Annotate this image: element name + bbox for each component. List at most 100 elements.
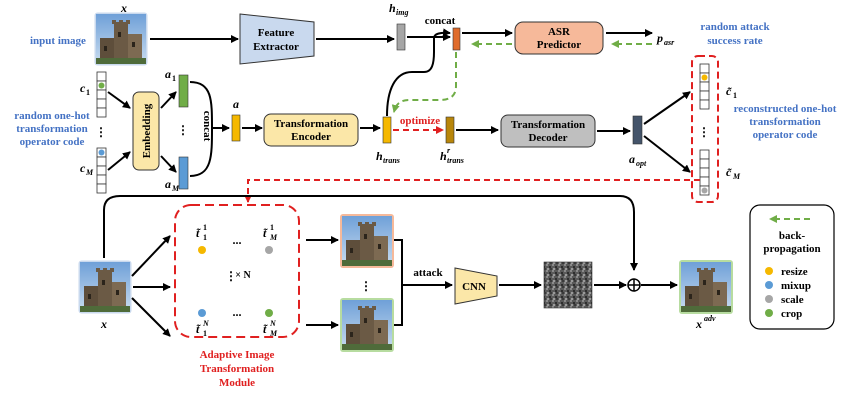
legend-title-line2: propagation (763, 243, 820, 255)
x-bottom-label: x (100, 317, 107, 331)
arrow-cM-to-embedding (107, 151, 131, 171)
legend-item-crop: crop (765, 308, 802, 320)
legend-item-resize: resize (765, 266, 808, 278)
arrow-aopt-to-cMhat (643, 135, 691, 173)
t1M-sub: M (269, 233, 278, 242)
tNM-label: t̃ (263, 322, 268, 336)
tNM-sup: N (269, 319, 277, 328)
concat-mid-label: concat (201, 111, 213, 142)
a-opt-vector (632, 115, 643, 145)
reconstructed-code-frame (691, 55, 719, 203)
random-code-line3: operator code (20, 136, 85, 148)
t1M-sup: 1 (270, 223, 274, 232)
h-trans-prime-sub: trans (447, 156, 464, 165)
x-adv-sup: adv (704, 314, 716, 323)
tN1-dot (198, 309, 206, 317)
legend-resize-dot (765, 267, 773, 275)
module-title-line3: Module (219, 377, 255, 389)
tN1-label: t̃ (196, 322, 201, 336)
reconstructed-line2: transformation (749, 116, 821, 128)
c1-sub: 1 (86, 88, 90, 97)
input-image-label: input image (30, 35, 86, 47)
legend-resize-label: resize (781, 266, 808, 278)
cM-sub: M (85, 168, 94, 177)
add-operator (627, 278, 641, 292)
asr-predictor-line2: Predictor (537, 39, 582, 51)
random-attack-line1: random attack (700, 21, 770, 33)
c1-hat-vector (699, 63, 710, 110)
c-vdots: ⋮ (95, 125, 107, 139)
h-img-vector (396, 23, 406, 51)
legend-crop-dot (765, 309, 773, 317)
a1-sub: 1 (172, 74, 176, 83)
h-trans-label: h (376, 149, 383, 163)
arrow-c1-to-embedding (107, 91, 131, 109)
x-bottom-image (78, 260, 132, 314)
cM-label: c (80, 161, 86, 175)
a1-vector (178, 74, 189, 108)
arrow-aopt-to-c1hat (643, 91, 691, 125)
tNM-sub: M (269, 329, 278, 338)
decoder-line2: Decoder (528, 132, 567, 144)
arrow-x-to-module-bottom (131, 297, 171, 337)
asr-predictor-line1: ASR (548, 26, 571, 38)
transformation-decoder-block (500, 114, 596, 148)
encoder-line1: Transformation (274, 118, 348, 130)
arrow-embedding-to-a1 (160, 91, 177, 109)
module-vdots: ⋮ (225, 269, 237, 283)
legend-scale-label: scale (781, 294, 804, 306)
legend-scale-dot (765, 295, 773, 303)
decoder-line1: Transformation (511, 119, 585, 131)
tNM-dot (265, 309, 273, 317)
aM-vector (178, 156, 189, 190)
adaptive-module-frame (174, 204, 300, 338)
a-vdots: ⋮ (177, 123, 189, 137)
attack-label: attack (413, 267, 443, 279)
x-adv-image (679, 260, 733, 314)
h-trans-sub: trans (383, 156, 400, 165)
times-n-label: × N (235, 270, 251, 281)
a1-label: a (165, 67, 171, 81)
h-trans-vector (382, 116, 392, 144)
t1M-dot (265, 246, 273, 254)
aM-sub: M (171, 184, 180, 193)
module-dots-top: ... (233, 233, 242, 247)
perturbation-noise-image (543, 261, 593, 309)
feature-extractor-block (239, 13, 315, 65)
arrow-htrans-to-concat (386, 28, 451, 117)
feature-extractor-line1: Feature (258, 27, 295, 39)
module-title-line2: Transformation (200, 363, 274, 375)
p-asr-sub: asr (664, 38, 675, 47)
asr-predictor-block (514, 21, 604, 55)
transformation-encoder-block (263, 113, 359, 147)
module-title-line1: Adaptive Image (200, 349, 275, 361)
images-vdots: ⋮ (360, 279, 372, 293)
c1-hat-sub: 1 (733, 91, 737, 100)
a-opt-sub: opt (636, 159, 647, 168)
cnn-label: CNN (462, 281, 486, 293)
h-trans-prime-sup: r (447, 146, 451, 155)
embedding-label: Embedding (141, 103, 153, 158)
aM-label: a (165, 177, 171, 191)
a-label: a (233, 97, 239, 111)
legend-mixup-label: mixup (781, 280, 811, 292)
random-attack-line2: success rate (707, 35, 762, 47)
cM-hat-sub: M (732, 172, 741, 181)
tN1-sub: 1 (203, 329, 207, 338)
arrow-embedding-to-aM (160, 155, 177, 173)
cM-hat-label: c̃ (726, 165, 732, 179)
arrow-x-to-add (103, 195, 638, 271)
tN1-sup: N (202, 319, 210, 328)
t11-sub: 1 (203, 233, 207, 242)
reconstructed-line1: reconstructed one-hot (734, 103, 837, 115)
encoder-line2: Encoder (291, 131, 331, 143)
cM-hat-vector (699, 149, 710, 196)
x-adv-label: x (695, 317, 702, 331)
reconstructed-line3: operator code (753, 129, 818, 141)
t1M-label: t̃ (263, 226, 268, 240)
t11-sup: 1 (203, 223, 207, 232)
t11-dot (198, 246, 206, 254)
transformed-image-1 (340, 214, 394, 268)
a-opt-label: a (629, 152, 635, 166)
